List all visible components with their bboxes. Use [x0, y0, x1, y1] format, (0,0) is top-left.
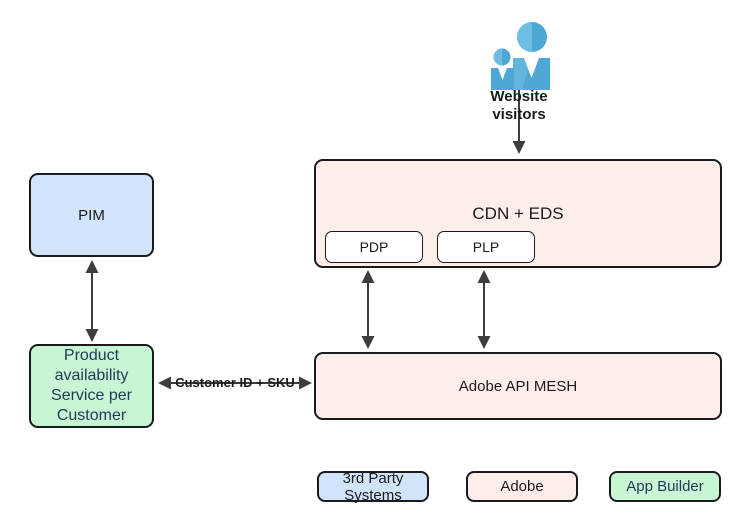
node-adobe-api-mesh: Adobe API MESH [314, 352, 722, 420]
node-plp: PLP [437, 231, 535, 263]
website-visitors-label: Website visitors [490, 88, 548, 123]
legend-3rd-party-systems: 3rd Party Systems [317, 470, 429, 504]
node-pdp: PDP [325, 231, 423, 263]
node-pim: PIM [29, 173, 154, 257]
node-cdn-eds: CDN + EDS PDP PLP [314, 159, 722, 268]
node-product-availability: Product availability Service per Custome… [29, 344, 154, 428]
legend-app-builder: App Builder [609, 471, 721, 502]
cdn-eds-label: CDN + EDS [472, 204, 564, 223]
edge-label-customer-id-sku: Customer ID + SKU [175, 375, 295, 390]
legend-adobe: Adobe [466, 471, 578, 502]
website-visitors-icon [491, 22, 550, 90]
